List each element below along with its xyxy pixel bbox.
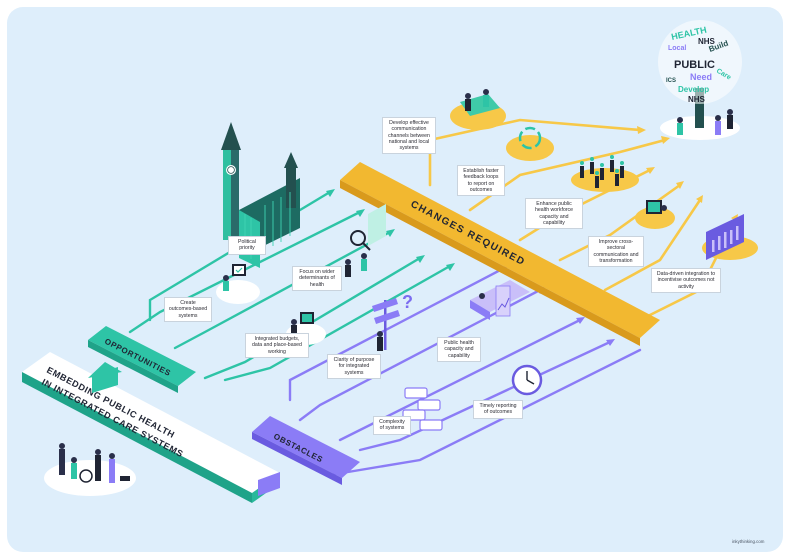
cross-sectoral-scene: [635, 200, 675, 229]
tree-word-6: Develop: [678, 85, 709, 94]
clarity-of-purpose-scene: ?: [372, 292, 413, 351]
public-health-capacity-scene: [470, 280, 530, 320]
opportunity-arrowheads: [326, 189, 455, 271]
data-driven-scene: [702, 214, 758, 260]
label-cross-sectoral: Improve cross-sectoral communication and…: [588, 236, 644, 268]
label-clarity-of-purpose: Clarity of purpose for integrated system…: [327, 354, 381, 379]
background-panel: [7, 7, 783, 552]
tree-illustration: HEALTH Local Build PUBLIC Need Develop N…: [658, 20, 742, 140]
communication-channels-scene: [450, 89, 506, 130]
label-integrated-budgets: Integrated budgets, data and place-based…: [245, 333, 309, 358]
label-public-health-capacity: Public health capacity and capability: [437, 337, 481, 362]
timely-reporting-scene: [511, 364, 543, 396]
outcomes-systems-scene: [216, 264, 260, 304]
wider-determinants-scene: [345, 204, 386, 277]
tree-word-2: Local: [668, 45, 686, 52]
label-complexity-of-systems: Complexity of systems: [373, 416, 411, 435]
credit-text: inkythinking.com: [732, 539, 765, 544]
label-wider-determinants: Focus on wider determinants of health: [292, 266, 342, 291]
obstacle-lead-arrow: [258, 472, 280, 496]
label-data-driven-integration: Data-driven integration to incentivise o…: [651, 268, 721, 293]
svg-text:?: ?: [402, 292, 413, 312]
people-group-illustration: [44, 443, 136, 496]
tree-word-5: Need: [690, 72, 712, 82]
obstacle-arrows: [288, 263, 642, 477]
label-timely-reporting: Timely reporting of outcomes: [473, 400, 523, 419]
tree-word-9: NHS: [698, 37, 716, 46]
embedding-arrow: [88, 362, 122, 393]
label-feedback-loops: Establish faster feedback loops to repor…: [457, 165, 505, 197]
label-workforce-capacity: Enhance public health workforce capacity…: [525, 198, 583, 230]
feedback-loops-scene: [506, 126, 554, 161]
label-political-priority: Political priority: [228, 236, 266, 255]
label-outcomes-based-systems: Create outcomes-based systems: [164, 297, 212, 322]
change-arrowheads: [637, 126, 738, 222]
complexity-of-systems-scene: [402, 387, 443, 431]
label-communication-channels: Develop effective communication channels…: [382, 117, 436, 155]
workforce-scene: [571, 155, 639, 192]
tree-word-4: PUBLIC: [674, 59, 715, 71]
tree-word-8: ICS: [666, 78, 676, 84]
tree-word-7: NHS: [688, 95, 706, 104]
